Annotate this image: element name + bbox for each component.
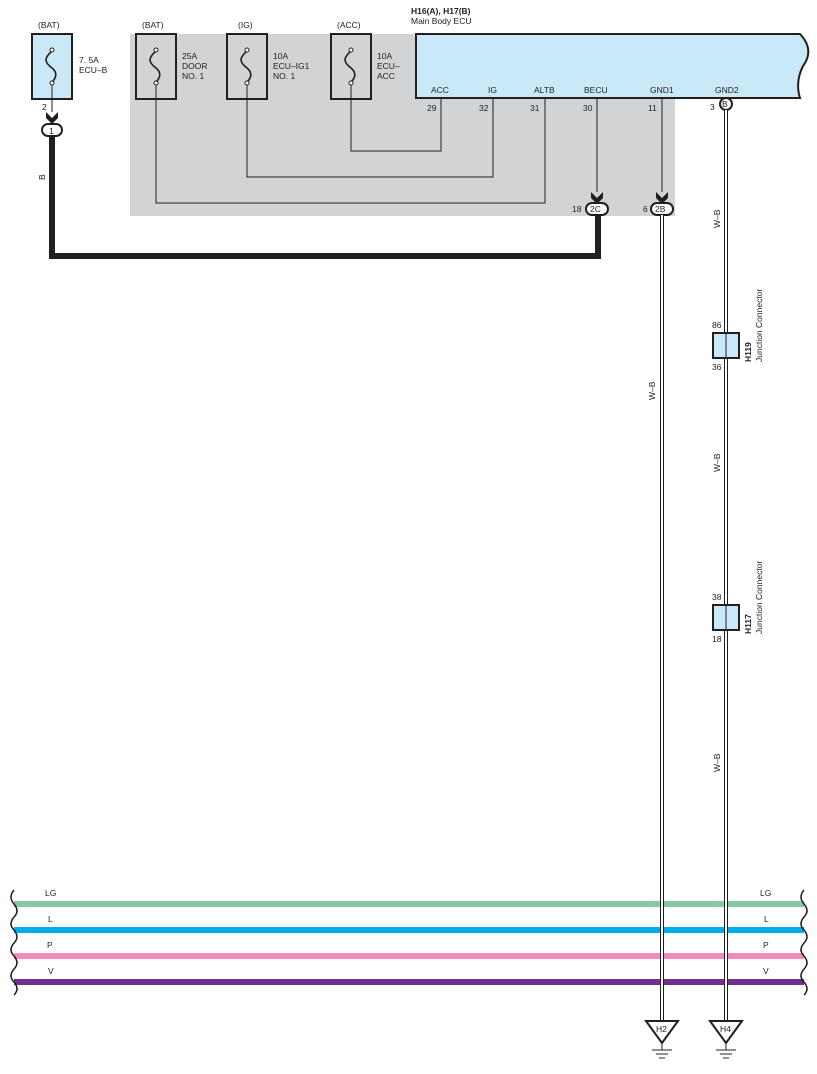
terminal-gnd2: GND2 xyxy=(715,85,739,95)
svg-text:(IG): (IG) xyxy=(238,20,253,30)
terminal-gnd1: GND1 xyxy=(650,85,674,95)
svg-text:NO. 1: NO. 1 xyxy=(273,71,295,81)
break-mark-icon xyxy=(800,889,808,996)
terminal-acc: ACC xyxy=(431,85,449,95)
svg-text:10A: 10A xyxy=(273,51,288,61)
pin-31: 31 xyxy=(530,103,540,113)
svg-text:(ACC): (ACC) xyxy=(337,20,361,30)
terminal-altb: ALTB xyxy=(534,85,555,95)
svg-text:25A: 25A xyxy=(182,51,197,61)
ecu-subtitle: Main Body ECU xyxy=(411,16,471,26)
svg-text:L: L xyxy=(48,914,53,924)
svg-text:Junction Connector: Junction Connector xyxy=(754,289,764,362)
svg-text:LG: LG xyxy=(760,888,771,898)
ground-h2[interactable] xyxy=(644,1020,680,1045)
svg-text:W–B: W–B xyxy=(647,381,657,400)
svg-text:ECU–IG1: ECU–IG1 xyxy=(273,61,310,71)
svg-text:H117: H117 xyxy=(743,614,753,634)
svg-text:H4: H4 xyxy=(720,1024,731,1034)
svg-text:H2: H2 xyxy=(656,1024,667,1034)
svg-text:DOOR: DOOR xyxy=(182,61,208,71)
fuse-symbol-icon xyxy=(149,50,161,83)
svg-text:10A: 10A xyxy=(377,51,392,61)
pin-11: 11 xyxy=(648,103,657,113)
fuse-1-name: ECU–B xyxy=(79,65,108,75)
svg-text:ACC: ACC xyxy=(377,71,395,81)
pin-30: 30 xyxy=(583,103,593,113)
fuse-1-source: (BAT) xyxy=(38,20,60,30)
svg-text:36: 36 xyxy=(712,362,722,372)
svg-text:18: 18 xyxy=(712,634,722,644)
svg-text:L: L xyxy=(764,914,769,924)
svg-text:ECU–: ECU– xyxy=(377,61,400,71)
svg-text:38: 38 xyxy=(712,592,722,602)
svg-text:W–B: W–B xyxy=(712,209,722,228)
svg-text:B: B xyxy=(722,99,728,109)
ground-h4[interactable] xyxy=(708,1020,744,1045)
break-mark-icon xyxy=(10,889,18,996)
svg-text:V: V xyxy=(48,966,54,976)
fuse-1-rating: 7. 5A xyxy=(79,55,99,65)
svg-text:P: P xyxy=(47,940,53,950)
svg-text:H119: H119 xyxy=(743,342,753,362)
bus-lines xyxy=(14,901,804,985)
fuse-symbol-icon xyxy=(240,50,252,83)
svg-text:6: 6 xyxy=(643,204,648,214)
svg-text:86: 86 xyxy=(712,320,722,330)
wire-color-b: B xyxy=(37,174,47,180)
svg-text:P: P xyxy=(763,940,769,950)
svg-text:W–B: W–B xyxy=(712,753,722,772)
connector-arrow-icon xyxy=(46,112,58,124)
pin-29: 29 xyxy=(427,103,437,113)
svg-text:2C: 2C xyxy=(590,204,601,214)
svg-text:LG: LG xyxy=(45,888,56,898)
svg-text:2B: 2B xyxy=(655,204,666,214)
svg-text:V: V xyxy=(763,966,769,976)
svg-text:(BAT): (BAT) xyxy=(142,20,164,30)
fuse-symbol-icon xyxy=(344,50,356,83)
pin-3: 3 xyxy=(710,102,715,112)
pin-32: 32 xyxy=(479,103,489,113)
main-body-ecu[interactable] xyxy=(415,33,810,99)
svg-text:Junction Connector: Junction Connector xyxy=(754,561,764,634)
svg-text:NO. 1: NO. 1 xyxy=(182,71,204,81)
ecu-title: H16(A), H17(B) xyxy=(411,6,471,16)
svg-text:W–B: W–B xyxy=(712,453,722,472)
terminal-ig: IG xyxy=(488,85,497,95)
fuse-1-pin: 2 xyxy=(42,102,47,112)
svg-text:18: 18 xyxy=(572,204,582,214)
connector-2c[interactable] xyxy=(585,202,609,216)
terminal-becu: BECU xyxy=(584,85,608,95)
fuse-symbol-icon xyxy=(45,50,57,83)
connector-arrow-icon xyxy=(656,192,668,204)
wire-b xyxy=(49,136,601,259)
svg-text:1: 1 xyxy=(49,126,54,136)
connector-arrow-icon xyxy=(591,192,603,204)
